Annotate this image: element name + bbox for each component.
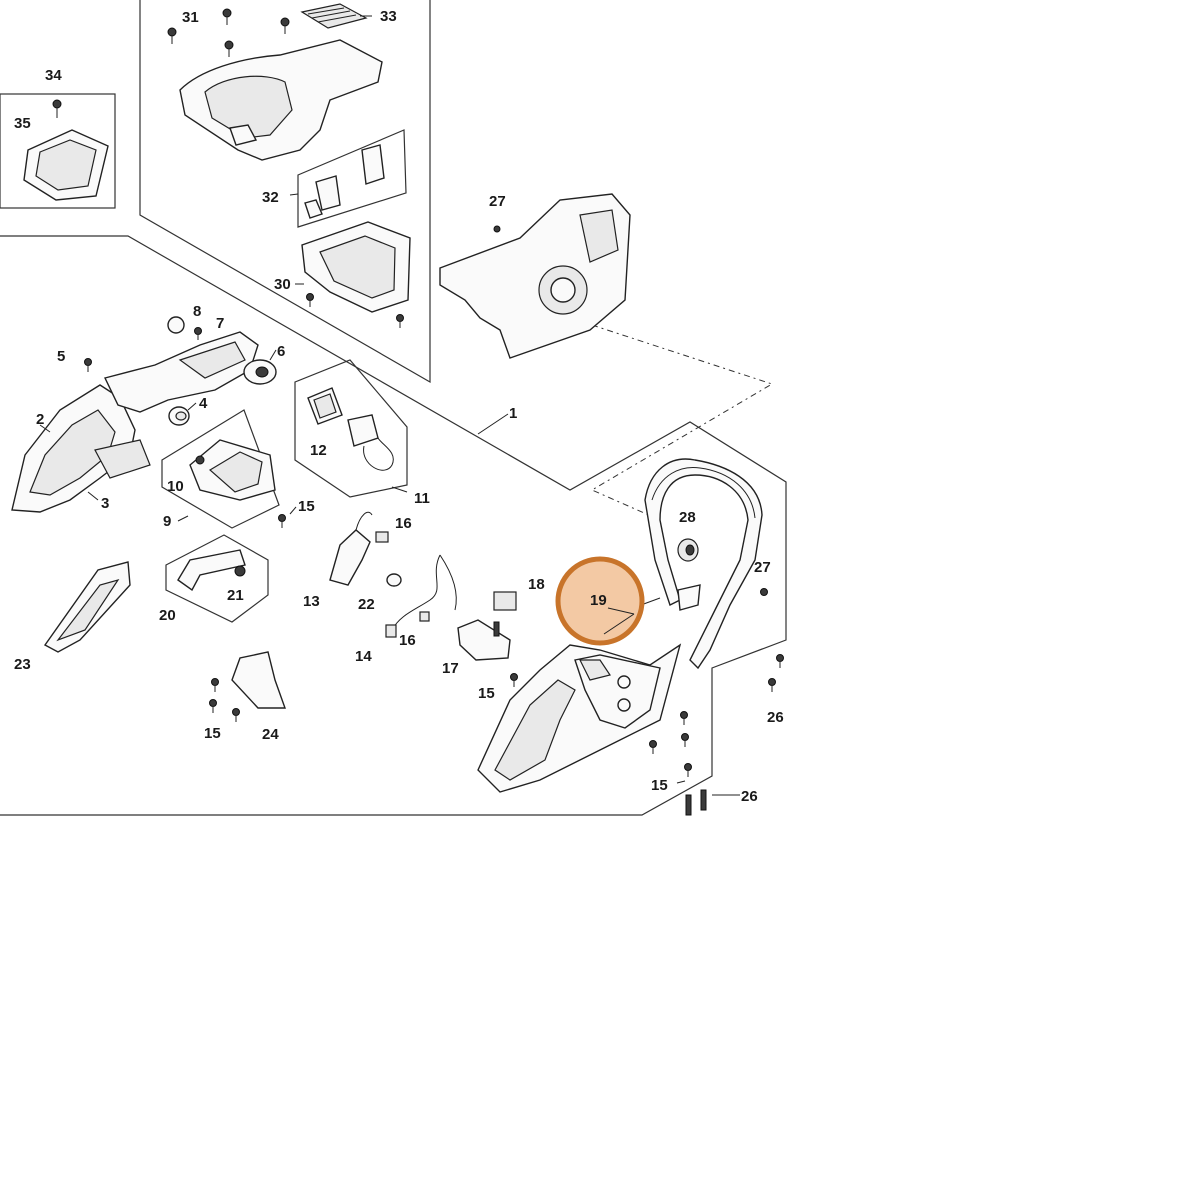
label-6: 6 bbox=[277, 343, 285, 360]
label-19: 19 bbox=[590, 592, 607, 609]
bracket-32 bbox=[304, 144, 385, 219]
bushing-18 bbox=[493, 591, 517, 611]
frame-group-11 bbox=[294, 359, 408, 498]
label-7: 7 bbox=[216, 315, 224, 332]
frame-group-32 bbox=[297, 129, 407, 228]
label-1: 1 bbox=[509, 405, 517, 422]
assembly-frames bbox=[0, 0, 787, 816]
fan-housing-group bbox=[11, 316, 277, 513]
label-13: 13 bbox=[303, 593, 320, 610]
dashed-link-line bbox=[590, 324, 774, 521]
label-27-b: 27 bbox=[754, 559, 771, 576]
label-15-a: 15 bbox=[298, 498, 315, 515]
carb-box-inner bbox=[319, 235, 396, 299]
screw-31-icon bbox=[167, 8, 290, 57]
label-21: 21 bbox=[227, 587, 244, 604]
label-30: 30 bbox=[274, 276, 291, 293]
screw-27-icon bbox=[760, 588, 768, 596]
label-23: 23 bbox=[14, 656, 31, 673]
screw-26-icon bbox=[685, 654, 784, 816]
label-26-a: 26 bbox=[767, 709, 784, 726]
frame-part-34 bbox=[0, 93, 116, 209]
label-15-c: 15 bbox=[204, 725, 221, 742]
air-filter-grille bbox=[300, 3, 368, 29]
trigger-17 bbox=[457, 619, 511, 661]
label-16-b: 16 bbox=[399, 632, 416, 649]
highlight-marker[interactable]: 19 bbox=[555, 556, 645, 646]
label-2: 2 bbox=[36, 411, 44, 428]
label-11: 11 bbox=[414, 490, 430, 507]
label-18: 18 bbox=[528, 576, 545, 593]
harness-13 bbox=[329, 511, 402, 587]
label-17: 17 bbox=[442, 660, 459, 677]
switch-group-9 bbox=[189, 439, 286, 528]
frame-group-9 bbox=[161, 409, 280, 529]
label-16-a: 16 bbox=[395, 515, 412, 532]
label-33: 33 bbox=[380, 8, 397, 25]
label-3: 3 bbox=[101, 495, 109, 512]
harness-14 bbox=[385, 554, 457, 638]
label-28: 28 bbox=[679, 509, 696, 526]
label-8: 8 bbox=[193, 303, 201, 320]
frame-group-20 bbox=[165, 534, 269, 623]
label-15-d: 15 bbox=[651, 777, 668, 794]
label-14: 14 bbox=[355, 648, 372, 665]
label-35: 35 bbox=[14, 115, 31, 132]
label-15-b: 15 bbox=[478, 685, 495, 702]
label-34: 34 bbox=[45, 67, 62, 84]
deflector-24 bbox=[231, 651, 286, 709]
shroud-opening bbox=[204, 75, 293, 139]
part-34-assembly bbox=[23, 99, 109, 201]
frame-top-cover bbox=[139, 0, 431, 384]
part-labels: 1 2 3 4 5 6 7 8 9 10 11 12 13 14 15 15 1… bbox=[14, 8, 784, 805]
label-32: 32 bbox=[262, 189, 279, 206]
highlight-circle[interactable] bbox=[555, 556, 645, 646]
rear-handle-19 bbox=[477, 643, 682, 793]
shroud-vent bbox=[229, 124, 258, 146]
handle-bracket-20 bbox=[177, 549, 246, 592]
label-12: 12 bbox=[310, 442, 327, 459]
screw-15-icon bbox=[209, 673, 692, 777]
label-26-b: 26 bbox=[741, 788, 758, 805]
label-31: 31 bbox=[182, 9, 199, 26]
label-22: 22 bbox=[358, 596, 375, 613]
label-4: 4 bbox=[199, 395, 208, 412]
label-27-a: 27 bbox=[489, 193, 506, 210]
label-10: 10 bbox=[167, 478, 184, 495]
label-20: 20 bbox=[159, 607, 176, 624]
crankcase-27 bbox=[439, 193, 631, 359]
handlebar bbox=[644, 458, 763, 670]
frame-main-housing bbox=[0, 235, 787, 816]
label-24: 24 bbox=[262, 726, 279, 743]
label-5: 5 bbox=[57, 348, 65, 365]
top-cover-parts bbox=[167, 3, 411, 328]
label-9: 9 bbox=[163, 513, 171, 530]
part-8 bbox=[167, 316, 185, 334]
nut-21-icon bbox=[234, 565, 246, 577]
ignition-group-11 bbox=[307, 387, 394, 471]
